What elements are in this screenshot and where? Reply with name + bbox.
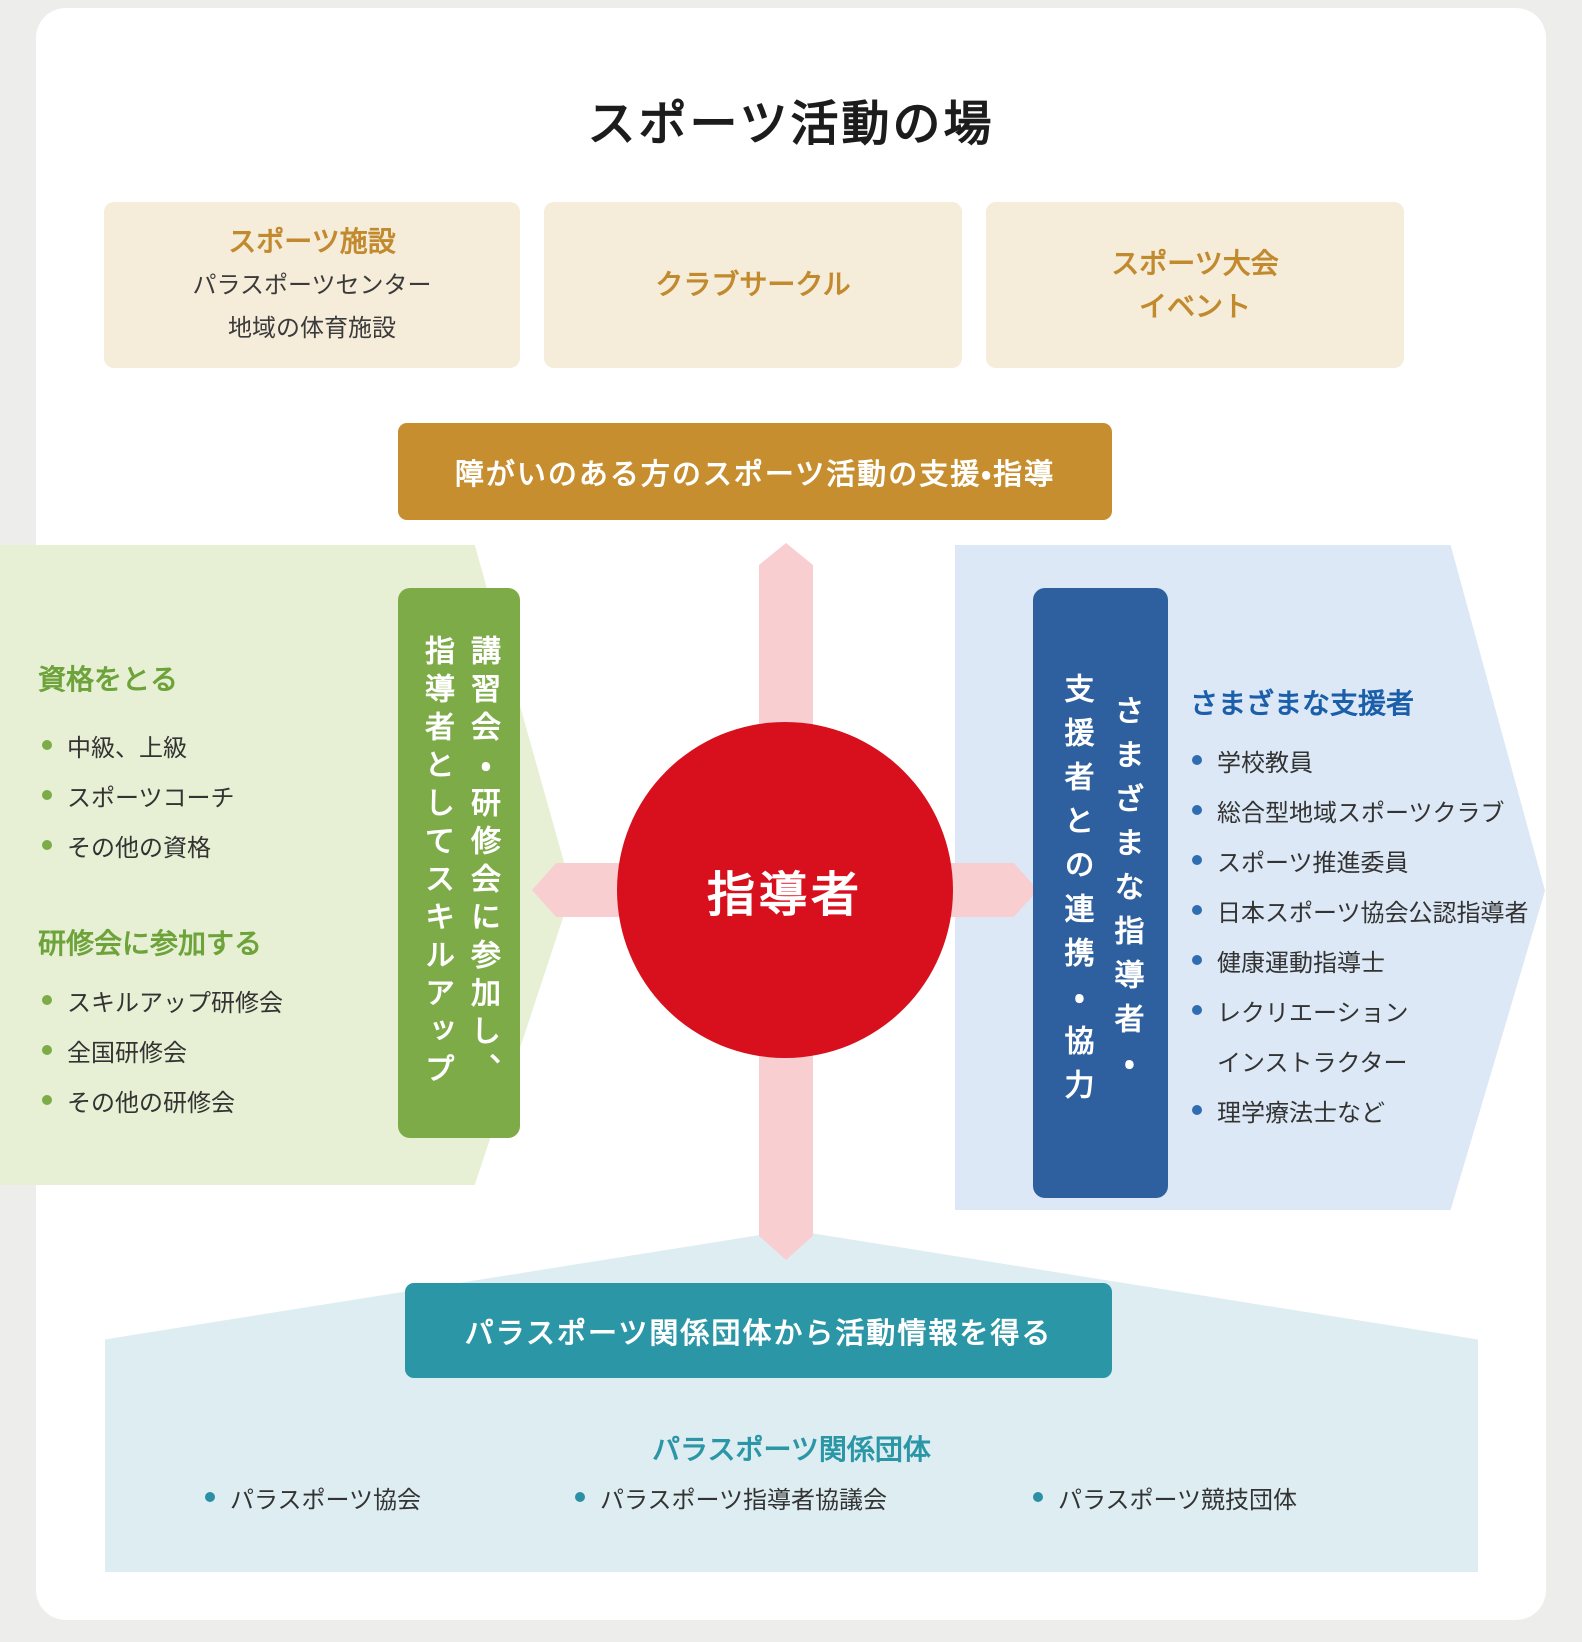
bullet-icon: [1192, 755, 1202, 765]
list-item: その他の研修会: [42, 1085, 283, 1117]
qualification-heading: 資格をとる: [38, 664, 179, 695]
list-item: 理学療法士など: [1192, 1095, 1529, 1127]
supporters-heading: さまざまな支援者: [1190, 688, 1415, 719]
bullet-icon: [1192, 1005, 1202, 1015]
training-list: スキルアップ研修会 全国研修会 その他の研修会: [42, 985, 283, 1135]
sports-event-box-title: イベント: [1138, 291, 1251, 322]
sports-facility-box-title: スポーツ施設: [228, 226, 396, 258]
bullet-icon: [1192, 1105, 1202, 1115]
qualification-list: 中級、上級 スポーツコーチ その他の資格: [42, 730, 235, 880]
list-item: その他の資格: [42, 830, 235, 862]
list-item: 健康運動指導士: [1192, 945, 1529, 977]
bullet-icon: [1192, 805, 1202, 815]
sports-event-box-title: スポーツ大会: [1111, 247, 1279, 279]
bullet-icon: [42, 1045, 52, 1055]
bullet-icon: [42, 840, 52, 850]
club-circle-box-title: クラブサークル: [655, 269, 851, 301]
bullet-icon: [42, 740, 52, 750]
cooperation-vertical-banner: さまざまな指導者・ 支援者との連携・協力: [1033, 588, 1168, 1198]
list-item-continuation: インストラクター: [1192, 1045, 1529, 1077]
list-item: 学校教員: [1192, 745, 1529, 777]
arrow-up-icon: [759, 543, 813, 743]
sports-facility-box-line: 地域の体育施設: [228, 314, 396, 342]
supporters-list: 学校教員 総合型地域スポーツクラブ スポーツ推進委員 日本スポーツ協会公認指導者…: [1192, 745, 1529, 1145]
list-item-label: 健康運動指導士: [1217, 949, 1385, 977]
list-item-label: 日本スポーツ協会公認指導者: [1217, 899, 1529, 927]
sports-facility-box-line: パラスポーツセンター: [192, 271, 432, 299]
list-item-label: 中級、上級: [67, 734, 187, 762]
page-title: スポーツ活動の場: [587, 98, 995, 151]
list-item-label: パラスポーツ協会: [230, 1486, 422, 1514]
list-item-label: スポーツ推進委員: [1217, 849, 1409, 877]
instructor-circle: 指導者: [617, 722, 953, 1058]
bottom-list-item: パラスポーツ指導者協議会: [575, 1482, 888, 1514]
list-item: 日本スポーツ協会公認指導者: [1192, 895, 1529, 927]
sports-facility-box: スポーツ施設 パラスポーツセンター 地域の体育施設: [104, 202, 520, 368]
vertical-banner-line: 講習会・研修会に参加し、: [466, 635, 499, 1091]
list-item-label: スキルアップ研修会: [67, 989, 283, 1017]
list-item-label: 全国研修会: [67, 1039, 187, 1067]
support-banner: 障がいのある方のスポーツ活動の支援・指導: [398, 423, 1112, 520]
list-item-label: その他の研修会: [67, 1089, 235, 1117]
bullet-icon: [205, 1492, 215, 1502]
list-item-label: その他の資格: [67, 834, 211, 862]
bottom-list-item: パラスポーツ協会: [205, 1482, 422, 1514]
list-item-label: インストラクター: [1217, 1049, 1408, 1077]
skill-up-vertical-banner: 講習会・研修会に参加し、 指導者としてスキルアップ: [398, 588, 520, 1138]
list-item-label: スポーツコーチ: [67, 784, 235, 812]
para-sports-organizations-heading: パラスポーツ関係団体: [652, 1434, 931, 1465]
list-item-label: 理学療法士など: [1217, 1099, 1385, 1127]
training-heading: 研修会に参加する: [38, 928, 263, 959]
bullet-icon: [42, 790, 52, 800]
list-item: スキルアップ研修会: [42, 985, 283, 1017]
bullet-icon: [1192, 955, 1202, 965]
list-item: 総合型地域スポーツクラブ: [1192, 795, 1529, 827]
list-item-label: レクリエーション: [1217, 999, 1409, 1027]
list-item-label: パラスポーツ指導者協議会: [600, 1486, 888, 1514]
list-item-label: 学校教員: [1217, 749, 1313, 777]
list-item: レクリエーション: [1192, 995, 1529, 1027]
info-banner: パラスポーツ関係団体から活動情報を得る: [405, 1283, 1112, 1378]
list-item: スポーツ推進委員: [1192, 845, 1529, 877]
vertical-banner-line: 支援者との連携・協力: [1059, 673, 1093, 1113]
arrow-down-icon: [759, 1040, 813, 1260]
sports-event-box: スポーツ大会 イベント: [986, 202, 1404, 368]
bottom-list-item: パラスポーツ競技団体: [1033, 1482, 1298, 1514]
vertical-banner-line: さまざまな指導者・: [1109, 695, 1143, 1091]
bullet-icon: [575, 1492, 585, 1502]
list-item-label: 総合型地域スポーツクラブ: [1217, 799, 1505, 827]
vertical-banner-line: 指導者としてスキルアップ: [420, 635, 453, 1091]
list-item: 全国研修会: [42, 1035, 283, 1067]
list-item: 中級、上級: [42, 730, 235, 762]
skill-up-vertical-banner-text: 講習会・研修会に参加し、 指導者としてスキルアップ: [413, 588, 505, 1138]
list-item: スポーツコーチ: [42, 780, 235, 812]
list-item-label: パラスポーツ競技団体: [1058, 1486, 1298, 1514]
bullet-icon: [42, 995, 52, 1005]
bullet-icon: [1192, 905, 1202, 915]
bullet-icon: [42, 1095, 52, 1105]
club-circle-box: クラブサークル: [544, 202, 962, 368]
bullet-icon: [1033, 1492, 1043, 1502]
cooperation-vertical-banner-text: さまざまな指導者・ 支援者との連携・協力: [1051, 588, 1151, 1198]
bullet-icon: [1192, 855, 1202, 865]
